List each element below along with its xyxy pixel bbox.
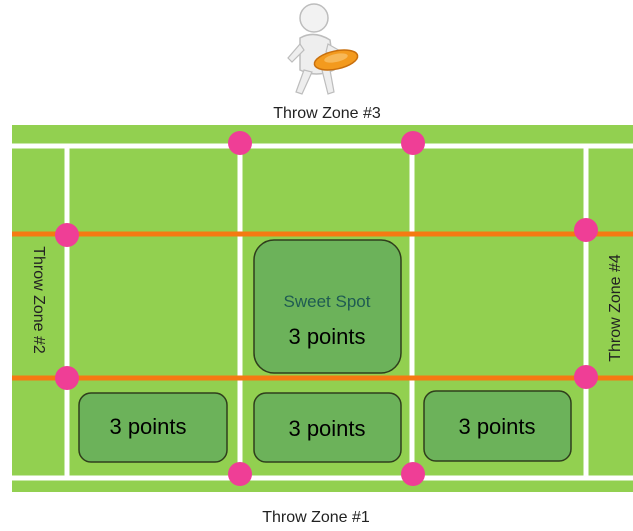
- person-throwing-frisbee-icon: [287, 3, 359, 95]
- marker-top-right: [401, 131, 425, 155]
- throw-zone-3-label: Throw Zone #3: [273, 105, 381, 122]
- left-scoring-box: [78, 392, 228, 463]
- throw-zone-4-label: Throw Zone #4: [607, 254, 624, 362]
- sweet-spot-box: [253, 239, 402, 374]
- throw-zone-2-label: Throw Zone #2: [30, 246, 47, 354]
- sweet-spot-points: 3 points: [288, 324, 365, 349]
- field-lines: [12, 143, 633, 481]
- center-box-points: 3 points: [288, 416, 365, 441]
- throw-zone-1-label: Throw Zone #1: [262, 509, 370, 526]
- left-box-points: 3 points: [109, 414, 186, 439]
- marker-bottom-left: [228, 462, 252, 486]
- pink-markers: [55, 131, 598, 486]
- orange-lines: [12, 231, 633, 381]
- marker-upper-left: [55, 223, 79, 247]
- marker-bottom-right: [401, 462, 425, 486]
- marker-lower-right: [574, 365, 598, 389]
- right-scoring-box: [423, 390, 572, 462]
- marker-top-left: [228, 131, 252, 155]
- marker-upper-right: [574, 218, 598, 242]
- marker-lower-left: [55, 366, 79, 390]
- right-box-points: 3 points: [458, 414, 535, 439]
- sweet-spot-title: Sweet Spot: [284, 292, 371, 311]
- center-scoring-box: [253, 392, 402, 463]
